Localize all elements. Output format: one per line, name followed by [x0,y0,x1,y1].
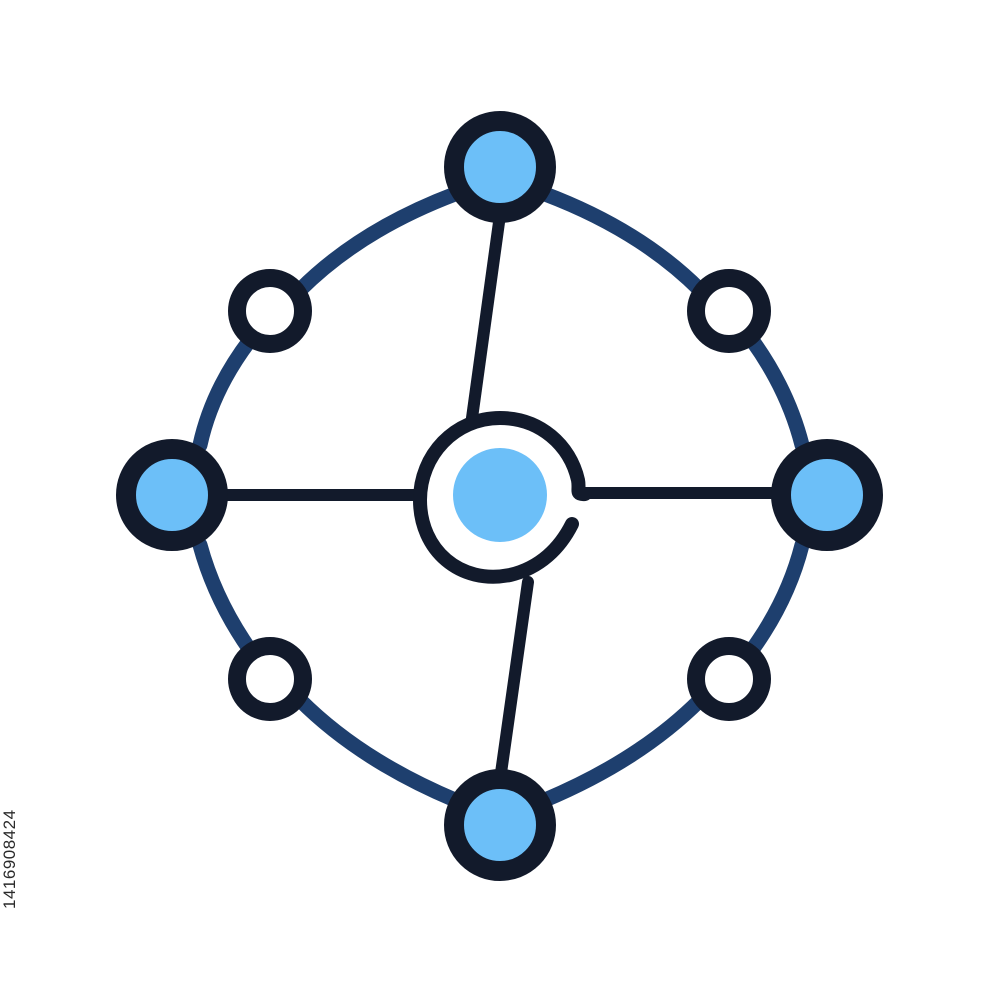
ring-arc-right-lower [744,537,810,658]
ring-arc-right-upper [744,332,810,453]
ring-arc-bottom-right [537,692,708,808]
spoke-top [466,209,506,424]
node-right [771,439,883,551]
secondary-nodes [228,269,771,721]
spokes [216,209,786,786]
node-left [116,439,228,551]
stock-id-watermark: 1416908424 [0,809,19,909]
ring-arc-left-lower [192,537,258,658]
ring-arc-top-right [537,186,708,298]
outer-ring [192,186,810,808]
node-top-right [687,269,771,353]
node-top-left [228,269,312,353]
spoke-bottom [494,576,534,786]
center-hub-core [453,448,547,542]
ring-arc-bottom-left [292,692,463,808]
node-bottom-left [228,637,312,721]
ring-arc-left-upper [192,332,258,453]
center-hub [413,411,592,584]
node-bottom [444,769,556,881]
node-top [444,111,556,223]
primary-nodes [116,111,883,881]
ring-arc-top-left [292,186,463,298]
node-bottom-right [687,637,771,721]
